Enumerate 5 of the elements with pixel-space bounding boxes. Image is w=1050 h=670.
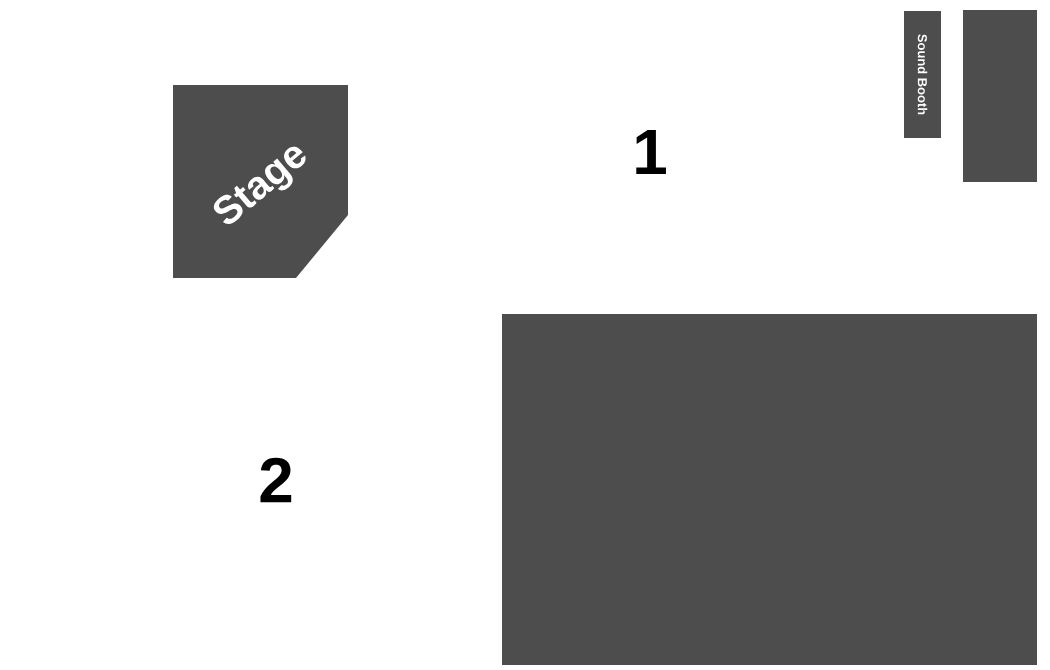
booth-box: Sound Booth <box>904 11 941 138</box>
area-number: 2 <box>260 457 292 503</box>
block-area <box>502 314 1037 665</box>
area-number: 1 <box>636 130 666 174</box>
block-area <box>963 10 1037 182</box>
